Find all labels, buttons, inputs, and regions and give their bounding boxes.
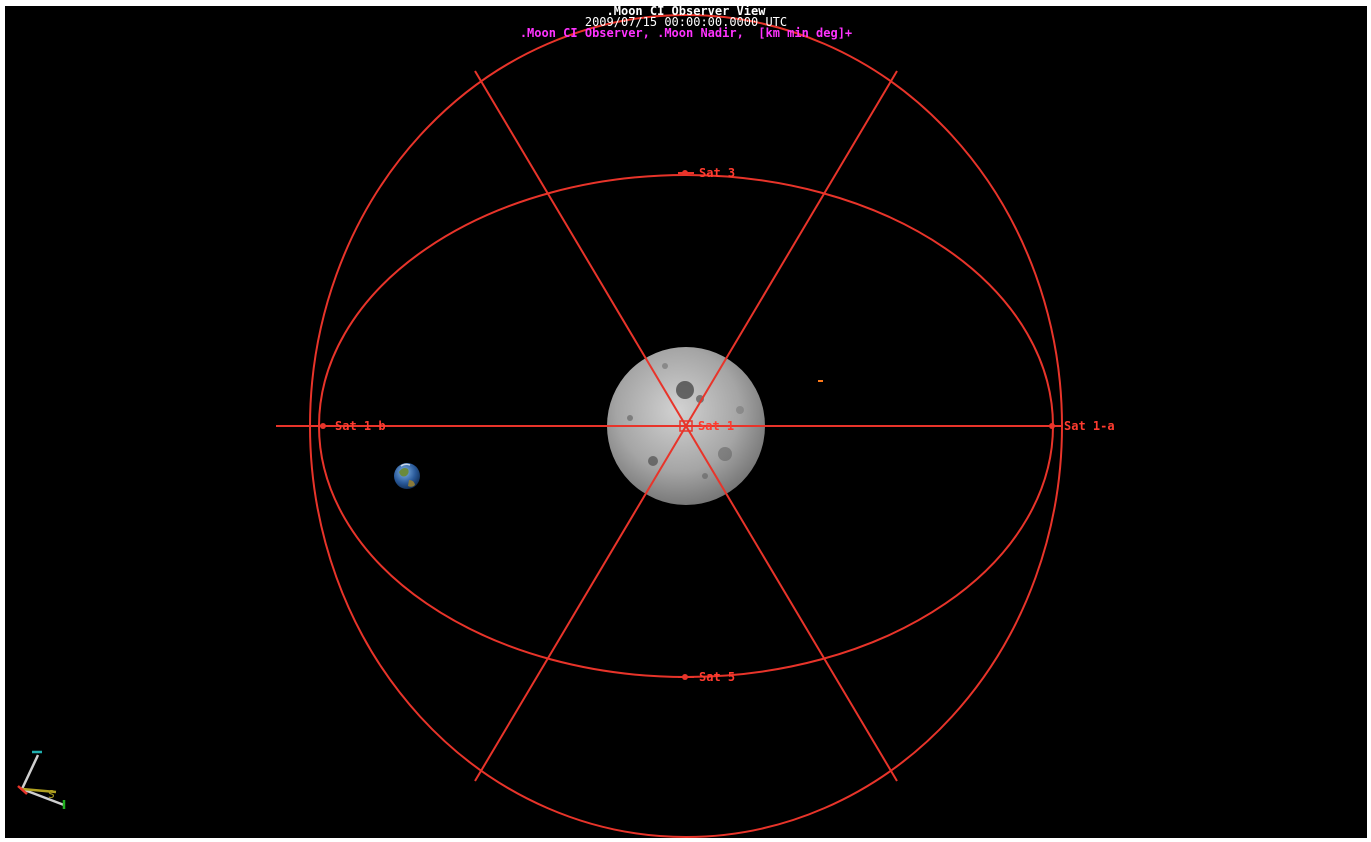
satellite-sat-1-a[interactable]: Sat 1-a bbox=[1042, 419, 1115, 433]
satellite-sat-3[interactable]: Sat 3 bbox=[678, 166, 735, 180]
sat-1-marker bbox=[679, 420, 693, 432]
moon-crater bbox=[662, 363, 668, 369]
earth-disk bbox=[394, 463, 420, 489]
triad-axis-s bbox=[21, 787, 57, 794]
axes-triad: S bbox=[17, 750, 66, 809]
earth-land bbox=[408, 480, 415, 487]
earth-land bbox=[399, 468, 409, 477]
scene-canvas[interactable]: Sat 3 Sat 1 b Sat 1-a Sat 5 Sat 1 bbox=[5, 6, 1367, 838]
triad-axis-red bbox=[17, 785, 28, 795]
sat-1-label: Sat 1 bbox=[698, 419, 734, 433]
earth-body[interactable] bbox=[394, 463, 420, 489]
satellite-sat-5[interactable]: Sat 5 bbox=[678, 670, 735, 684]
moon-crater bbox=[676, 381, 694, 399]
earth-cloud bbox=[400, 463, 411, 467]
moon-crater bbox=[648, 456, 658, 466]
satellite-sat-1-b[interactable]: Sat 1 b bbox=[313, 419, 386, 433]
sat-1-b-icon bbox=[320, 423, 326, 429]
sun-marker[interactable] bbox=[818, 380, 823, 382]
moon-crater bbox=[702, 473, 708, 479]
hud-overlay: .Moon CI Observer View 2009/07/15 00:00:… bbox=[5, 6, 1367, 39]
sat-1-b-label: Sat 1 b bbox=[335, 419, 386, 433]
sat-3-label: Sat 3 bbox=[699, 166, 735, 180]
satellite-sat-1[interactable]: Sat 1 bbox=[679, 419, 734, 433]
sat-5-icon bbox=[682, 674, 688, 680]
sat-3-icon bbox=[682, 170, 688, 176]
orbit-plane-line[interactable] bbox=[474, 70, 898, 782]
triad-label-s: S bbox=[48, 788, 55, 801]
observer-subtitle: .Moon CI Observer, .Moon Nadir, [km min … bbox=[519, 26, 853, 40]
sat-5-label: Sat 5 bbox=[699, 670, 735, 684]
moon-crater bbox=[736, 406, 744, 414]
moon-crater bbox=[627, 415, 633, 421]
orbit-group bbox=[276, 14, 1063, 838]
sat-1-a-label: Sat 1-a bbox=[1064, 419, 1115, 433]
epoch-label: 2009/07/15 00:00:00.0000 UTC bbox=[584, 15, 788, 29]
sat-1-a-icon bbox=[1049, 423, 1055, 429]
triad-axis-t bbox=[20, 754, 40, 790]
triad-axis-green bbox=[21, 787, 65, 807]
moon-crater bbox=[718, 447, 732, 461]
view-title: .Moon CI Observer View bbox=[606, 6, 766, 18]
3d-viewport[interactable]: Sat 3 Sat 1 b Sat 1-a Sat 5 Sat 1 bbox=[5, 6, 1367, 838]
